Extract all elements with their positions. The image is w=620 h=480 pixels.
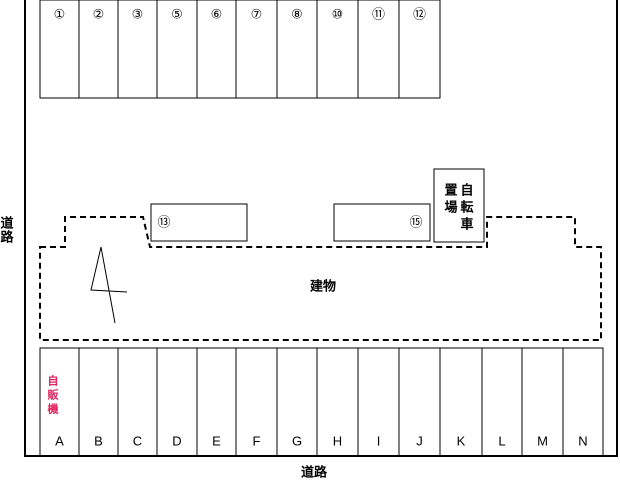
parking-space-bottom-label: J — [416, 434, 423, 449]
parking-space-top-label: ⑪ — [372, 8, 385, 23]
parking-space-bottom-label: E — [212, 434, 221, 449]
parking-space-top-label: ⑤ — [171, 8, 183, 23]
parking-space-bottom-label: B — [94, 434, 103, 449]
road-bottom-label: 道路 — [301, 465, 328, 480]
parking-space-bottom-label: I — [377, 434, 381, 449]
parking-space-bottom[interactable] — [562, 347, 604, 457]
parking-space-bottom-label: M — [537, 434, 548, 449]
parking-space-bottom-label: G — [292, 434, 302, 449]
parking-space-top-label: ⑥ — [211, 8, 223, 23]
parking-space-13[interactable] — [150, 203, 248, 242]
vending-machine-char-1: 自 — [48, 374, 59, 388]
bike-parking-char-2: 転 — [460, 200, 473, 216]
parking-space-bottom-label: K — [457, 434, 466, 449]
north-arrow-icon — [90, 246, 128, 324]
parking-space-13-label: ⑬ — [157, 216, 170, 231]
bike-parking-char-4: 置 — [444, 184, 457, 199]
top-parking-row: ① ② ③ ⑤ ⑥ ⑦ ⑧ ⑩ ⑪ ⑫ — [39, 0, 441, 99]
vending-machine-char-2: 販 — [48, 388, 60, 402]
vending-machine-char-3: 機 — [48, 402, 59, 416]
parking-space-bottom-label: N — [578, 434, 587, 449]
parking-space-bottom-label: C — [133, 434, 142, 449]
parking-space-15-label: ⑮ — [409, 216, 422, 231]
road-left-char-2: 路 — [0, 230, 14, 246]
bottom-parking-row: A B C D E F G H I J K L M N — [39, 347, 604, 457]
parking-space-15[interactable] — [333, 203, 431, 242]
parking-space-top-label: ③ — [132, 8, 144, 23]
parking-space-top-label: ⑫ — [413, 8, 426, 23]
parking-space-bottom-label: L — [498, 434, 505, 449]
parking-space-bottom-label: F — [253, 434, 261, 449]
parking-space-top-label: ② — [93, 8, 105, 23]
parking-space-top[interactable] — [398, 0, 441, 99]
parking-space-bottom-label: A — [55, 434, 64, 449]
building-label: 建物 — [310, 279, 336, 295]
road-left-char-1: 道 — [0, 216, 13, 232]
parking-space-top-label: ⑧ — [291, 8, 303, 23]
building-outline — [39, 216, 602, 341]
parking-space-bottom-label: D — [172, 434, 181, 449]
parking-space-top-label: ⑦ — [251, 8, 263, 23]
bike-parking-char-3: 車 — [460, 217, 473, 233]
parking-space-bottom-label: H — [333, 434, 342, 449]
bike-parking-char-5: 場 — [444, 200, 457, 216]
parking-space-top-label: ⑩ — [332, 8, 344, 23]
bike-parking-area — [433, 168, 485, 243]
parking-space-top-label: ① — [54, 8, 66, 23]
bike-parking-char-1: 自 — [460, 183, 473, 199]
